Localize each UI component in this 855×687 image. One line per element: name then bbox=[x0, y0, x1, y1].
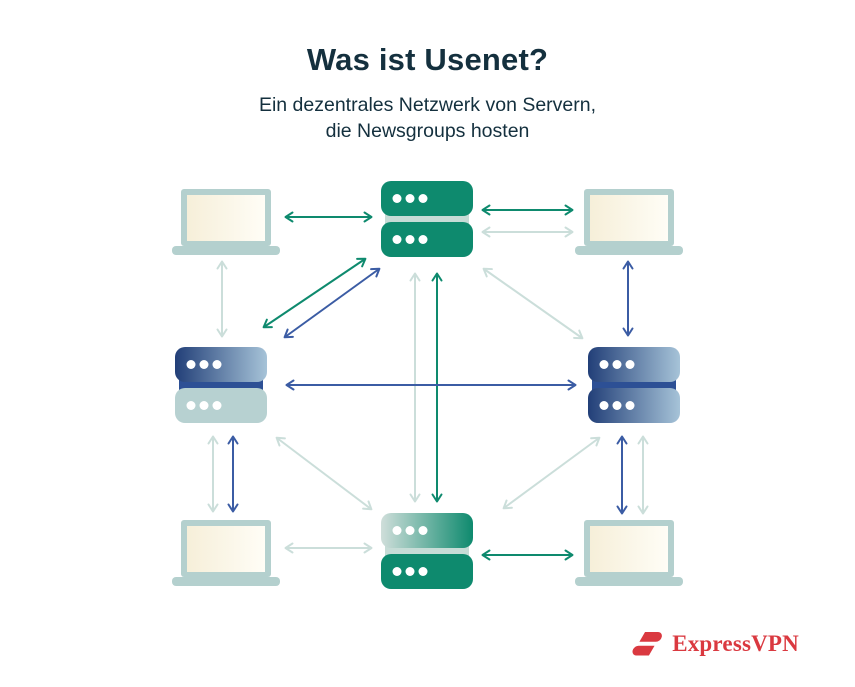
server-led-dot bbox=[405, 526, 415, 535]
brand-footer: ExpressVPN bbox=[631, 631, 799, 657]
subtitle-line-1: Ein dezentrales Netzwerk von Servern, bbox=[258, 94, 597, 116]
server-led-dot bbox=[212, 401, 222, 410]
server-led-dot bbox=[418, 567, 428, 576]
laptop-screen bbox=[590, 526, 668, 572]
server-led-dot bbox=[186, 360, 196, 369]
server-led-dot bbox=[625, 360, 635, 369]
laptop-base bbox=[575, 246, 683, 255]
server-led-dot bbox=[199, 401, 209, 410]
laptop-bottom-right bbox=[575, 520, 683, 586]
server-led-dot bbox=[599, 360, 609, 369]
server-led-dot bbox=[625, 401, 635, 410]
server-led-dot bbox=[392, 526, 402, 535]
laptop-top-left bbox=[172, 189, 280, 255]
server-led-dot bbox=[186, 401, 196, 410]
server-bottom bbox=[381, 513, 473, 589]
server-top bbox=[381, 181, 473, 257]
page-title: Was ist Usenet? bbox=[306, 42, 549, 77]
server-led-dot bbox=[392, 194, 402, 203]
server-led-dot bbox=[392, 567, 402, 576]
brand-name: ExpressVPN bbox=[672, 631, 799, 656]
server-led-dot bbox=[199, 360, 209, 369]
server-led-dot bbox=[405, 194, 415, 203]
server-led-dot bbox=[405, 235, 415, 244]
laptop-screen bbox=[187, 195, 265, 241]
server-led-dot bbox=[405, 567, 415, 576]
laptop-base bbox=[172, 246, 280, 255]
subtitle: Ein dezentrales Netzwerk von Servern, di… bbox=[0, 92, 855, 144]
server-led-dot bbox=[392, 235, 402, 244]
arrow-server-left--server-bottom bbox=[275, 436, 373, 511]
server-right bbox=[588, 347, 680, 423]
laptop-screen bbox=[187, 526, 265, 572]
server-left bbox=[175, 347, 267, 423]
server-led-dot bbox=[212, 360, 222, 369]
laptop-top-right bbox=[575, 189, 683, 255]
laptop-base bbox=[575, 577, 683, 586]
arrow-server-bottom--server-right bbox=[502, 436, 601, 510]
server-led-dot bbox=[599, 401, 609, 410]
laptop-screen bbox=[590, 195, 668, 241]
subtitle-line-2: die Newsgroups hosten bbox=[325, 120, 530, 142]
server-led-dot bbox=[418, 235, 428, 244]
server-led-dot bbox=[418, 526, 428, 535]
arrow-server-top--server-right bbox=[482, 267, 584, 340]
expressvpn-logo-icon bbox=[632, 632, 663, 656]
header: Was ist Usenet? Ein dezentrales Netzwerk… bbox=[0, 42, 855, 144]
arrow-server-left--server-top bbox=[283, 267, 381, 339]
laptop-bottom-left bbox=[172, 520, 280, 586]
server-led-dot bbox=[418, 194, 428, 203]
laptop-base bbox=[172, 577, 280, 586]
server-led-dot bbox=[612, 360, 622, 369]
server-led-dot bbox=[612, 401, 622, 410]
